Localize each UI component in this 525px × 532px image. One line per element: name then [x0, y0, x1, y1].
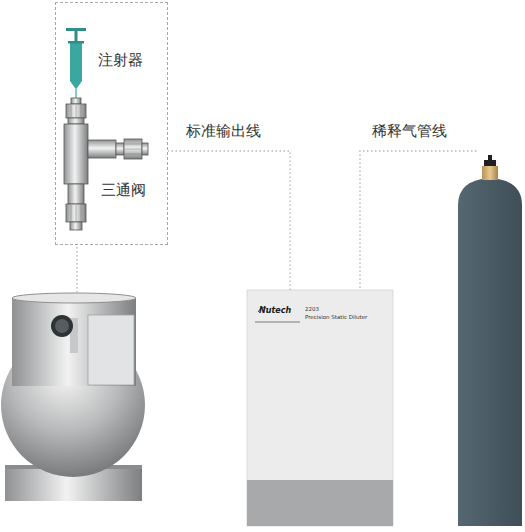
line-label: 稀释气管线: [370, 122, 449, 141]
diluter-box: Nutech 2203Precision Static Diluter: [247, 290, 393, 526]
syringe: [66, 28, 86, 100]
syringe-part: [70, 81, 82, 88]
connector-line: [168, 151, 290, 290]
gas-cylinder-part: [12, 293, 136, 303]
three-way-valve-part: [70, 222, 82, 230]
nut-groove: [76, 205, 77, 221]
diluent-gas-bottle-part: [458, 178, 522, 526]
brand-logo: Nutech: [259, 307, 291, 316]
static-diluter-part: [247, 290, 393, 526]
gas-cylinder: [1, 293, 145, 501]
nut-groove: [125, 154, 141, 155]
three-way-valve-part: [142, 143, 148, 155]
three-way-valve-part: [66, 204, 86, 222]
nut-groove: [125, 149, 141, 150]
part-label: 三通阀: [101, 182, 146, 199]
three-way-valve-part: [64, 124, 88, 184]
part-label: 注射器: [98, 52, 143, 69]
static-diluter: [247, 290, 393, 526]
three-way-valve-part: [124, 139, 142, 159]
product-name: Precision Static Diluter: [305, 314, 367, 320]
three-way-valve: [64, 98, 148, 230]
nut-groove: [125, 144, 141, 145]
three-way-valve-part: [68, 118, 84, 124]
diluent-gas-bottle-part: [482, 166, 498, 180]
diluent-gas-bottle-part: [488, 155, 492, 160]
dashed-enclosure: 注射器三通阀: [55, 2, 168, 245]
nut-groove: [81, 205, 82, 221]
nut-groove: [71, 105, 72, 117]
model-number: 2203: [305, 306, 319, 312]
gas-cylinder-part: [55, 319, 69, 333]
diluent-gas-bottle: [458, 155, 522, 526]
three-way-valve-part: [66, 104, 86, 118]
gas-cylinder-part: [51, 315, 73, 337]
three-way-valve-part: [71, 98, 81, 104]
static-diluter-part: [247, 480, 393, 526]
gas-cylinder-part: [12, 298, 136, 386]
three-way-valve-part: [88, 140, 116, 158]
syringe-part: [68, 41, 84, 44]
syringe-part: [75, 30, 78, 42]
static-diluter-part: [255, 322, 300, 323]
diluent-gas-bottle-part: [484, 160, 496, 166]
nut-grooves: [71, 105, 141, 221]
nut-groove: [81, 105, 82, 117]
gas-cylinder-part: [88, 315, 134, 385]
three-way-valve-part: [68, 184, 84, 204]
connector-label: 标准输出线: [184, 122, 263, 141]
syringe-part: [70, 41, 82, 81]
nut-groove: [76, 105, 77, 117]
three-way-valve-part: [116, 143, 124, 155]
leader-line: [76, 247, 77, 292]
nut-groove: [71, 205, 72, 221]
